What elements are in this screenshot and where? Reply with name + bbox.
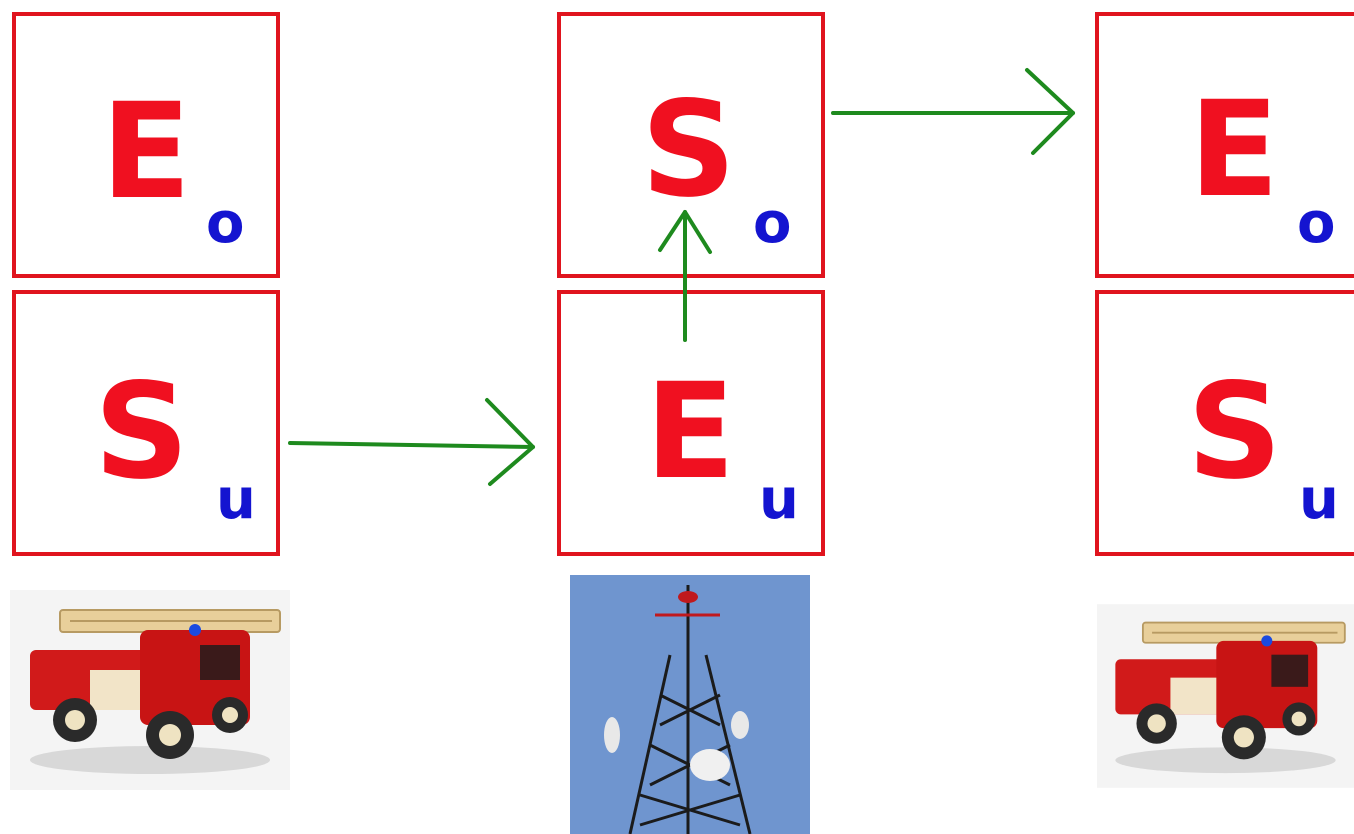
antenna-tower-image — [570, 575, 810, 834]
box-col2-top: S o — [557, 12, 825, 278]
subscript: o — [753, 191, 792, 256]
box-col3-bottom: S u — [1095, 290, 1354, 556]
letter: S — [641, 73, 737, 227]
fire-truck-image — [1097, 604, 1354, 788]
arrow-s-o-to-e-o — [831, 68, 1075, 155]
fire-truck-icon — [30, 609, 281, 759]
arrow-e-u-to-s-o — [658, 210, 712, 342]
subscript: u — [216, 467, 256, 532]
letter: E — [645, 355, 736, 509]
box-col1-bottom: S u — [12, 290, 280, 556]
fire-truck-icon — [1115, 621, 1346, 760]
box-col3-top: E o — [1095, 12, 1354, 278]
subscript: u — [759, 467, 799, 532]
fire-truck-image — [10, 590, 290, 790]
subscript: o — [206, 191, 245, 256]
letter: S — [1187, 355, 1283, 509]
letter: E — [101, 75, 192, 229]
subscript: u — [1299, 467, 1339, 532]
subscript: o — [1297, 191, 1336, 256]
letter: S — [94, 355, 190, 509]
box-col2-bottom: E u — [557, 290, 825, 556]
letter: E — [1189, 73, 1280, 227]
arrow-s-u-to-e-u — [288, 398, 535, 486]
box-col1-top: E o — [12, 12, 280, 278]
